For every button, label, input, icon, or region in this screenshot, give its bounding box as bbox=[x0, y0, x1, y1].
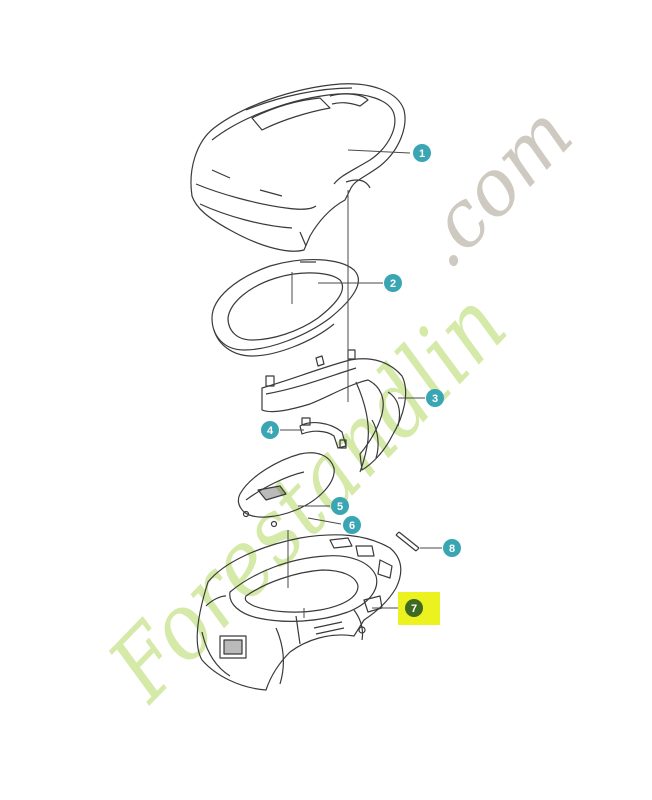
watermark-gray-text: .com bbox=[397, 90, 590, 286]
callout-1-circle bbox=[413, 144, 431, 162]
part-inner-lid bbox=[237, 452, 335, 528]
callout-8: 8 bbox=[443, 539, 461, 557]
callout-2-circle bbox=[384, 274, 402, 292]
callout-7-highlighted: 7 bbox=[398, 592, 440, 625]
part-bracket bbox=[299, 417, 347, 449]
callout-2-label: 2 bbox=[390, 278, 396, 290]
callout-6-label: 6 bbox=[349, 520, 355, 532]
callout-1-label: 1 bbox=[419, 148, 425, 160]
callout-5-label: 5 bbox=[337, 501, 343, 513]
leader-lines bbox=[280, 149, 442, 618]
callout-5: 5 bbox=[331, 497, 349, 515]
callout-4-circle bbox=[261, 421, 279, 439]
callout-6: 6 bbox=[343, 516, 361, 534]
callout-1: 1 bbox=[413, 144, 431, 162]
callout-5-circle bbox=[331, 497, 349, 515]
callout-3-label: 3 bbox=[432, 393, 438, 405]
callout-3: 3 bbox=[426, 389, 444, 407]
watermark: Forestandlin .com bbox=[88, 90, 591, 722]
callout-8-label: 8 bbox=[449, 543, 455, 555]
callout-2: 2 bbox=[384, 274, 402, 292]
callout-8-circle bbox=[443, 539, 461, 557]
watermark-green-text: Forestandlin bbox=[88, 272, 527, 722]
callout-7-circle bbox=[405, 599, 423, 617]
part-top-cover bbox=[190, 83, 406, 252]
part-chassis bbox=[196, 534, 402, 691]
part-front-housing bbox=[261, 349, 407, 473]
callout-4: 4 bbox=[261, 421, 279, 439]
callout-3-circle bbox=[426, 389, 444, 407]
callout-6-circle bbox=[343, 516, 361, 534]
callout-7-label: 7 bbox=[411, 603, 417, 615]
callout-4-label: 4 bbox=[267, 425, 274, 437]
part-gasket bbox=[211, 259, 359, 357]
part-pin bbox=[395, 531, 420, 552]
